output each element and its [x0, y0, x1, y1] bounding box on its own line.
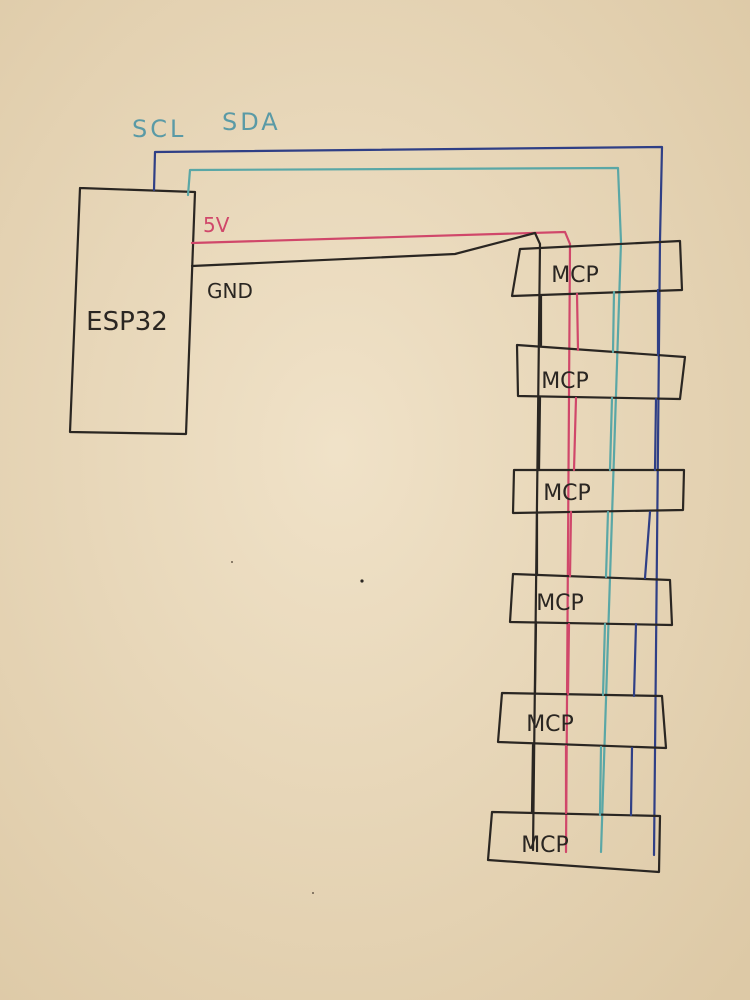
gnd-wire — [190, 231, 542, 852]
scl-label: SCL — [132, 115, 186, 143]
ink-speck — [360, 579, 364, 583]
signal-labels: SCL SDA 5V GND — [132, 108, 281, 303]
esp32-module: ESP32 — [68, 186, 197, 436]
expander-1: MCP — [510, 239, 684, 298]
sda-label: SDA — [222, 108, 281, 136]
bus-segments — [530, 288, 660, 817]
sda-wire — [186, 166, 623, 854]
esp32-label: ESP32 — [86, 307, 168, 337]
gnd-label: GND — [207, 279, 253, 303]
expander-4: MCP — [508, 572, 674, 627]
expander-6-label: MCP — [521, 833, 569, 858]
scl-wire — [152, 145, 664, 857]
5v-wire — [190, 230, 572, 854]
expander-1-label: MCP — [551, 263, 599, 288]
5v-label: 5V — [203, 213, 230, 237]
ink-speck — [231, 561, 233, 563]
expander-2: MCP — [515, 343, 687, 401]
expander-6: MCP — [486, 810, 662, 874]
expander-2-label: MCP — [541, 369, 589, 394]
expander-5-label: MCP — [526, 712, 574, 737]
ink-speck — [312, 892, 314, 894]
expander-3-label: MCP — [543, 481, 591, 506]
expander-4-label: MCP — [536, 591, 584, 616]
expander-3: MCP — [511, 468, 686, 515]
expander-5: MCP — [496, 691, 668, 750]
